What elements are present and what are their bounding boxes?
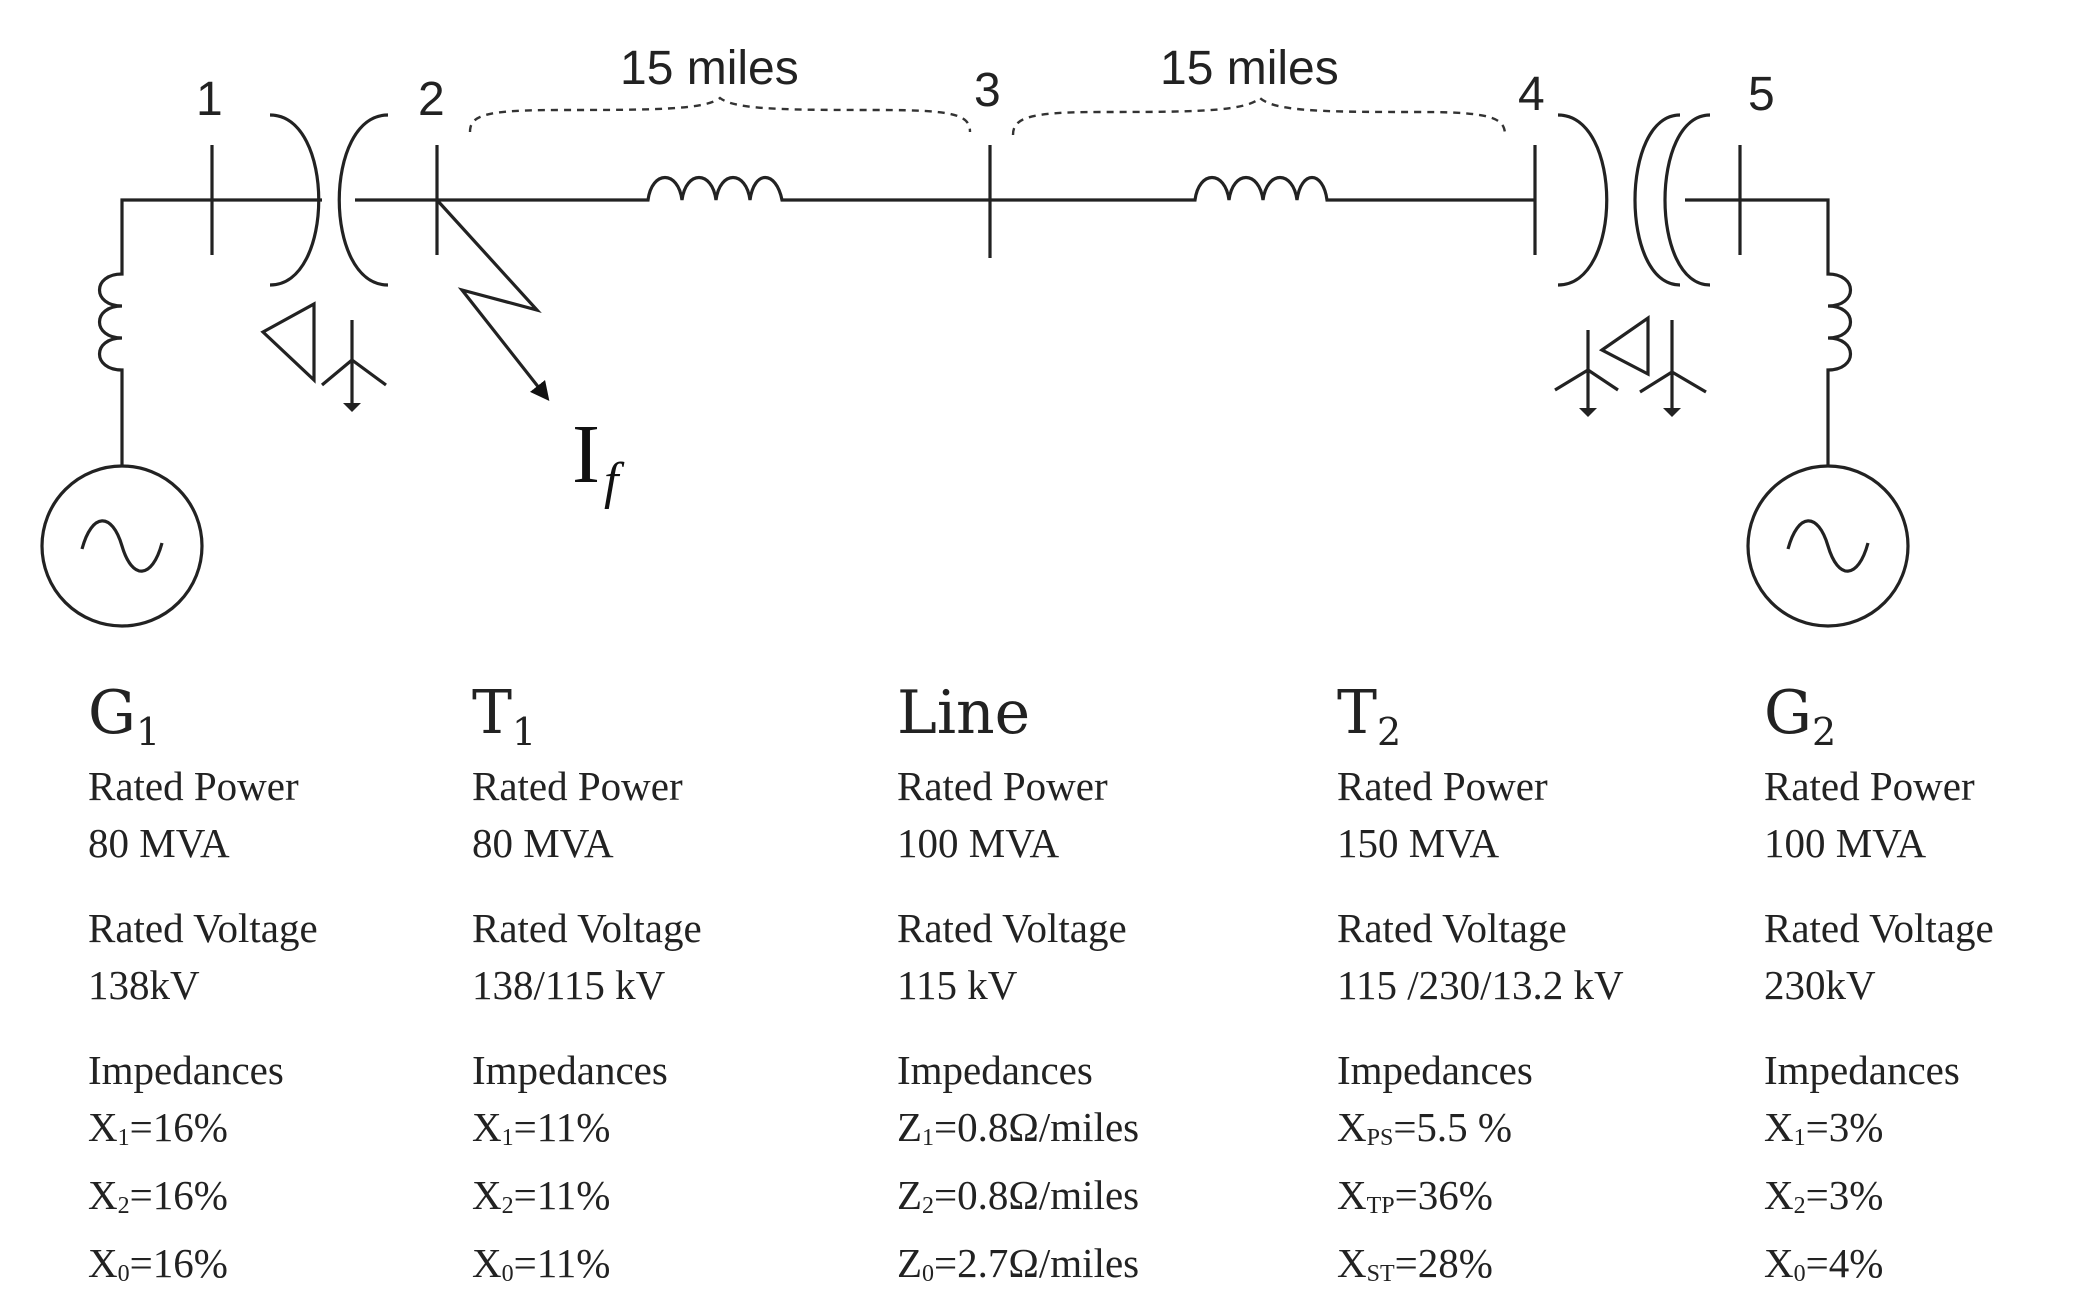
bus-5-label: 5 [1748,68,1775,121]
impedances-label: Impedances [88,1047,284,1093]
rated-power-value: 100 MVA [1764,820,1927,866]
rated-voltage-value: 115 kV [897,962,1018,1008]
impedance-row: X2=11% [472,1172,611,1219]
impedance-row: XPS=5.5 % [1337,1104,1513,1151]
impedance-row: X1=16% [88,1104,228,1151]
impedance-row: X2=16% [88,1172,228,1219]
delta-winding-icon [260,301,316,384]
rated-voltage-value: 138/115 kV [472,962,666,1008]
delta-winding-icon [1598,314,1650,377]
component-title: G2 [1764,678,1837,754]
generator-g1-reactance [97,198,212,396]
rated-power-value: 80 MVA [88,820,230,866]
rated-voltage-value: 138kV [88,962,200,1008]
rated-power-label: Rated Power [897,763,1108,809]
impedance-row: Z1=0.8Ω/miles [897,1104,1140,1151]
rated-power-label: Rated Power [472,763,683,809]
component-title: Line [897,678,1031,748]
impedance-row: X0=4% [1764,1240,1884,1287]
rated-power-label: Rated Power [1337,763,1548,809]
fault-current-label: If [572,408,625,510]
impedances-label: Impedances [897,1047,1093,1093]
distance-brace-1 [468,96,972,133]
rated-power-label: Rated Power [1764,763,1975,809]
distance-label-1: 15 miles [620,42,799,95]
component-g2: G2 Rated Power 100 MVA Rated Voltage 230… [1764,676,1994,1303]
line-segment-2-3 [437,175,990,202]
rated-voltage-label: Rated Voltage [897,905,1127,951]
rated-voltage-label: Rated Voltage [472,905,702,951]
distance-label-2: 15 miles [1160,42,1339,95]
component-g1: G1 Rated Power 80 MVA Rated Voltage 138k… [88,676,318,1303]
impedance-row: X0=16% [88,1240,228,1287]
impedance-row: X0=11% [472,1240,611,1287]
rated-voltage-label: Rated Voltage [1764,905,1994,951]
bus-1-label: 1 [196,73,223,126]
bus-2-label: 2 [418,73,445,126]
line-segment-3-4 [990,175,1535,202]
impedance-row: Z2=0.8Ω/miles [897,1172,1140,1219]
rated-power-value: 80 MVA [472,820,614,866]
rated-voltage-label: Rated Voltage [1337,905,1567,951]
bus-4-label: 4 [1518,68,1545,121]
generator-g2-reactance [1740,198,1853,396]
grounded-wye-icon [1554,330,1619,417]
component-title: T1 [472,678,537,754]
rated-power-value: 150 MVA [1337,820,1500,866]
distance-brace-2 [1011,96,1507,136]
component-title: G1 [88,678,161,754]
bus-3-label: 3 [974,64,1001,117]
impedances-label: Impedances [1764,1047,1960,1093]
rated-power-value: 100 MVA [897,820,1060,866]
component-title: T2 [1337,678,1402,754]
generator-g2-symbol [1746,396,1910,628]
fault-symbol [435,198,550,402]
impedance-row: X1=11% [472,1104,611,1151]
transformer-t2-symbol [1557,113,1711,287]
impedances-label: Impedances [1337,1047,1533,1093]
grounded-wye-icon [320,320,387,412]
transformer-t1-symbol [269,113,389,287]
component-t1: T1 Rated Power 80 MVA Rated Voltage 138/… [472,676,702,1303]
rated-voltage-value: 115 /230/13.2 kV [1337,962,1624,1008]
impedance-row: Z0=2.7Ω/miles [897,1240,1140,1287]
rated-power-label: Rated Power [88,763,299,809]
component-t2: T2 Rated Power 150 MVA Rated Voltage 115… [1337,676,1624,1303]
impedance-row: XST=28% [1337,1240,1493,1287]
generator-g1-symbol [40,396,204,628]
impedance-row: X1=3% [1764,1104,1884,1151]
one-line-diagram: 1 2 If 15 miles 3 15 miles 4 [40,42,1910,628]
component-line: Line Rated Power 100 MVA Rated Voltage 1… [897,676,1139,1303]
impedance-row: X2=3% [1764,1172,1884,1219]
grounded-wye-icon [1639,320,1707,417]
rated-voltage-value: 230kV [1764,962,1876,1008]
rated-voltage-label: Rated Voltage [88,905,318,951]
impedances-label: Impedances [472,1047,668,1093]
impedance-row: XTP=36% [1337,1172,1493,1219]
